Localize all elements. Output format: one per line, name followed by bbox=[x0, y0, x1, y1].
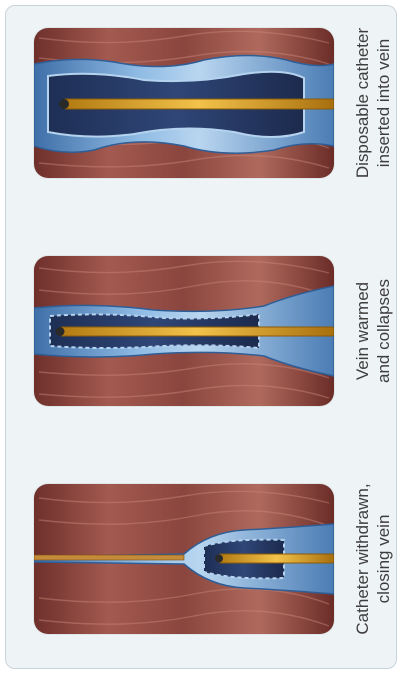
panel-catheter-withdrawn bbox=[34, 484, 334, 634]
vein-illustration-inserted bbox=[34, 28, 334, 178]
caption-inserted: Disposable catheter inserted into vein bbox=[344, 28, 397, 178]
vein-illustration-withdrawn bbox=[34, 484, 334, 634]
panel-vein-warmed bbox=[34, 256, 334, 406]
caption-warmed: Vein warmed and collapses bbox=[344, 256, 397, 406]
caption-line: closing vein bbox=[373, 464, 394, 654]
vein-illustration-warmed bbox=[34, 256, 334, 406]
caption-line: and collapses bbox=[373, 236, 394, 426]
caption-line: Vein warmed bbox=[352, 236, 373, 426]
caption-line: Catheter withdrawn, bbox=[352, 464, 373, 654]
caption-line: inserted into vein bbox=[373, 8, 394, 198]
figure-frame: Disposable catheter inserted into vein V… bbox=[5, 5, 397, 669]
panel-catheter-inserted bbox=[34, 28, 334, 178]
caption-withdrawn: Catheter withdrawn, closing vein bbox=[344, 484, 397, 634]
caption-line: Disposable catheter bbox=[352, 8, 373, 198]
